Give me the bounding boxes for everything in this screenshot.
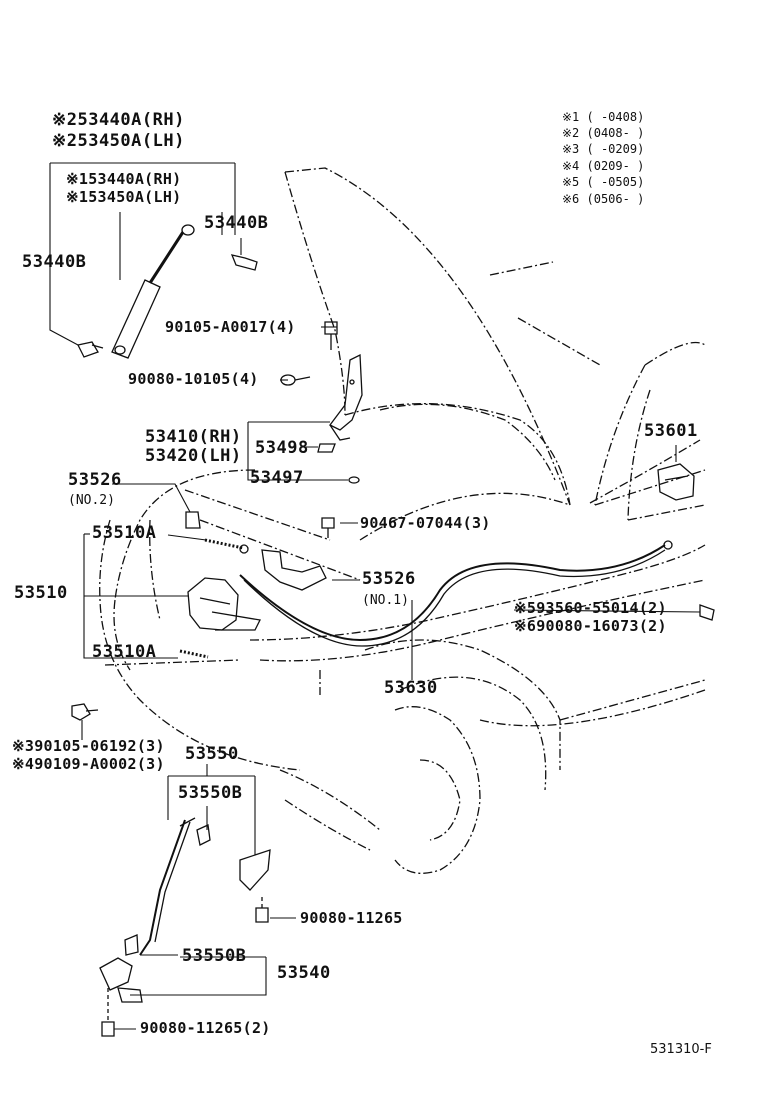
rod-holder — [99, 934, 143, 1003]
label-bolt-90080-11265-2: 90080-11265(2) — [140, 1019, 271, 1037]
label-strut-lh-1: ※153450A(LH) — [66, 188, 182, 206]
label-part-53497: 53497 — [250, 468, 304, 488]
bolt-90105 — [324, 321, 338, 350]
label-bolt-90080-16073: ※690080-16073(2) — [514, 617, 667, 635]
label-part-53498: 53498 — [255, 438, 309, 458]
label-lock-53510a-bottom: 53510A — [92, 642, 157, 662]
label-lock-53510: 53510 — [14, 583, 68, 603]
label-stud-left: 53440B — [22, 252, 87, 272]
label-bolt-90080-10105: 90080-10105(4) — [128, 370, 259, 388]
label-hinge-rh: 53410(RH) — [145, 427, 242, 447]
bolt-90080-11265-2 — [101, 985, 115, 1037]
clip-90467 — [321, 517, 335, 538]
label-prop-53550b-top: 53550B — [178, 783, 243, 803]
bolt-90105-06192 — [71, 703, 99, 721]
clip-53526-no2 — [185, 511, 201, 529]
hood-hinge — [329, 353, 363, 441]
label-hinge-lh: 53420(LH) — [145, 446, 242, 466]
label-bolt-93560: ※593560-55014(2) — [514, 599, 667, 617]
leader-lines — [49, 162, 701, 1030]
label-bolt-90080-11265: 90080-11265 — [300, 909, 403, 927]
part-53601-bracket — [657, 463, 695, 501]
label-bolt-90105-06192: ※390105-06192(3) — [12, 737, 165, 755]
bolt-90080-11265 — [255, 895, 269, 923]
lock-spring-bottom — [179, 649, 209, 659]
label-no2: (NO.2) — [68, 493, 115, 508]
label-bolt-90109: ※490109-A0002(3) — [12, 755, 165, 773]
release-cable — [239, 540, 673, 647]
label-part-53601: 53601 — [644, 421, 698, 441]
car-body-outline — [99, 341, 706, 874]
label-prop-53550b-bottom: 53550B — [182, 946, 247, 966]
note-6: ※6 (0506- ) — [562, 192, 645, 206]
label-strut-lh-2: ※253450A(LH) — [52, 131, 185, 151]
figure-code: 531310-F — [650, 1042, 712, 1057]
clip-53526-no1 — [261, 549, 327, 591]
label-stud-right: 53440B — [204, 213, 269, 233]
part-53497-clip — [348, 476, 360, 484]
label-lock-53510a-top: 53510A — [92, 523, 157, 543]
bolt-93560 — [699, 604, 715, 621]
label-clip-90467: 90467-07044(3) — [360, 514, 491, 532]
part-53498-shim — [317, 443, 336, 453]
hood-lock — [187, 577, 261, 631]
strut-stud-left — [77, 341, 104, 358]
label-no1: (NO.1) — [362, 593, 409, 608]
note-3: ※3 ( -0209) — [562, 142, 645, 156]
label-strut-rh-1: ※153440A(RH) — [66, 170, 182, 188]
hood-strut — [111, 224, 195, 359]
label-strut-rh-2: ※253440A(RH) — [52, 110, 185, 130]
note-1: ※1 ( -0408) — [562, 110, 645, 124]
label-prop-53550: 53550 — [185, 744, 239, 764]
label-prop-53540: 53540 — [277, 963, 331, 983]
lock-spring-top — [204, 538, 249, 554]
note-2: ※2 (0408- ) — [562, 126, 645, 140]
label-clip-53526-no2: 53526 — [68, 470, 122, 490]
note-5: ※5 ( -0505) — [562, 175, 645, 189]
note-4: ※4 (0209- ) — [562, 159, 645, 173]
label-clip-53526-no1: 53526 — [362, 569, 416, 589]
label-bolt-90105: 90105-A0017(4) — [165, 318, 296, 336]
hood-support-rod — [139, 817, 271, 956]
hood-outline — [284, 167, 701, 541]
label-cable-53630: 53630 — [384, 678, 438, 698]
strut-stud-right — [230, 254, 258, 271]
